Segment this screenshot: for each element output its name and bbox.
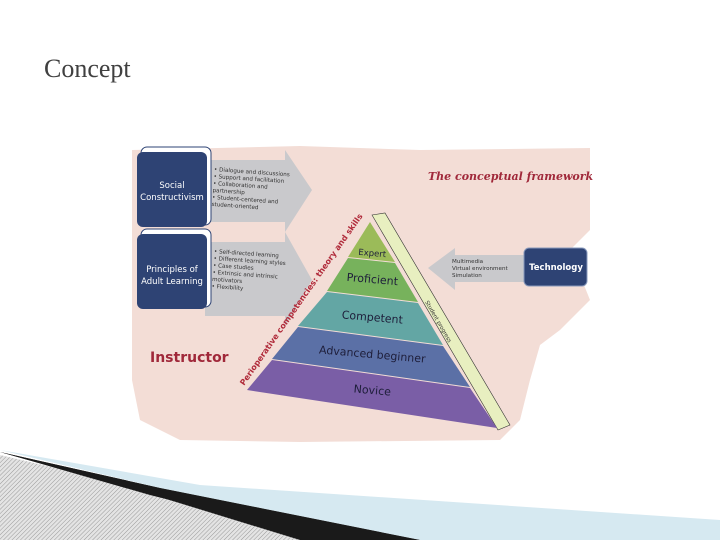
- framework-heading: The conceptual framework: [428, 170, 594, 183]
- social-bullet: • Support and facilitation: [213, 174, 284, 185]
- level-expert: [348, 222, 395, 262]
- adult-learning-box: [137, 234, 207, 309]
- social-constructivism-box: [137, 152, 207, 227]
- level-novice: [247, 360, 497, 428]
- social-bullet: student-oriented: [211, 202, 259, 211]
- adult-bullet: • Different learning styles: [213, 256, 286, 267]
- adult-arrow: [205, 232, 312, 326]
- adult-title-1: Principles of: [146, 265, 199, 275]
- level-proficient: [327, 258, 418, 302]
- instructor-label: Instructor: [150, 350, 229, 366]
- level-label-competent: Competent: [341, 308, 404, 326]
- social-arrow: [205, 150, 312, 232]
- social-bullet: • Dialogue and discussions: [214, 167, 290, 178]
- technology-item: Multimedia: [452, 259, 483, 265]
- technology-arrow: [428, 248, 525, 290]
- level-label-novice: Novice: [353, 382, 392, 398]
- social-title-1: Social: [159, 181, 184, 191]
- adult-bullet: • Case studies: [213, 263, 254, 272]
- adult-bullet: • Extrinsic and intrinsic: [212, 270, 278, 281]
- technology-title: Technology: [529, 263, 583, 273]
- adult-title-2: Adult Learning: [141, 277, 203, 287]
- technology-item: Simulation: [452, 273, 482, 279]
- social-bullet: • Student-centered and: [212, 195, 279, 206]
- adult-bullet: • Flexibility: [211, 284, 244, 292]
- technology-box: [523, 247, 588, 287]
- level-label-proficient: Proficient: [346, 271, 399, 289]
- adult-bullet: • Self-directed learning: [214, 249, 280, 260]
- social-bullet: partnership: [212, 188, 245, 196]
- level-label-expert: Expert: [358, 248, 387, 260]
- social-title-2: Constructivism: [140, 193, 204, 203]
- social-bullet: • Collaboration and: [213, 181, 268, 191]
- student-progress-strip: [371, 212, 511, 431]
- footer-blue-band: [0, 450, 720, 540]
- slide-title: Concept: [44, 54, 131, 83]
- level-competent: [298, 292, 443, 345]
- adult-bullet: motivators: [212, 277, 243, 285]
- technology-item: Virtual environment: [452, 266, 508, 272]
- level-advanced-beginner: [272, 327, 470, 387]
